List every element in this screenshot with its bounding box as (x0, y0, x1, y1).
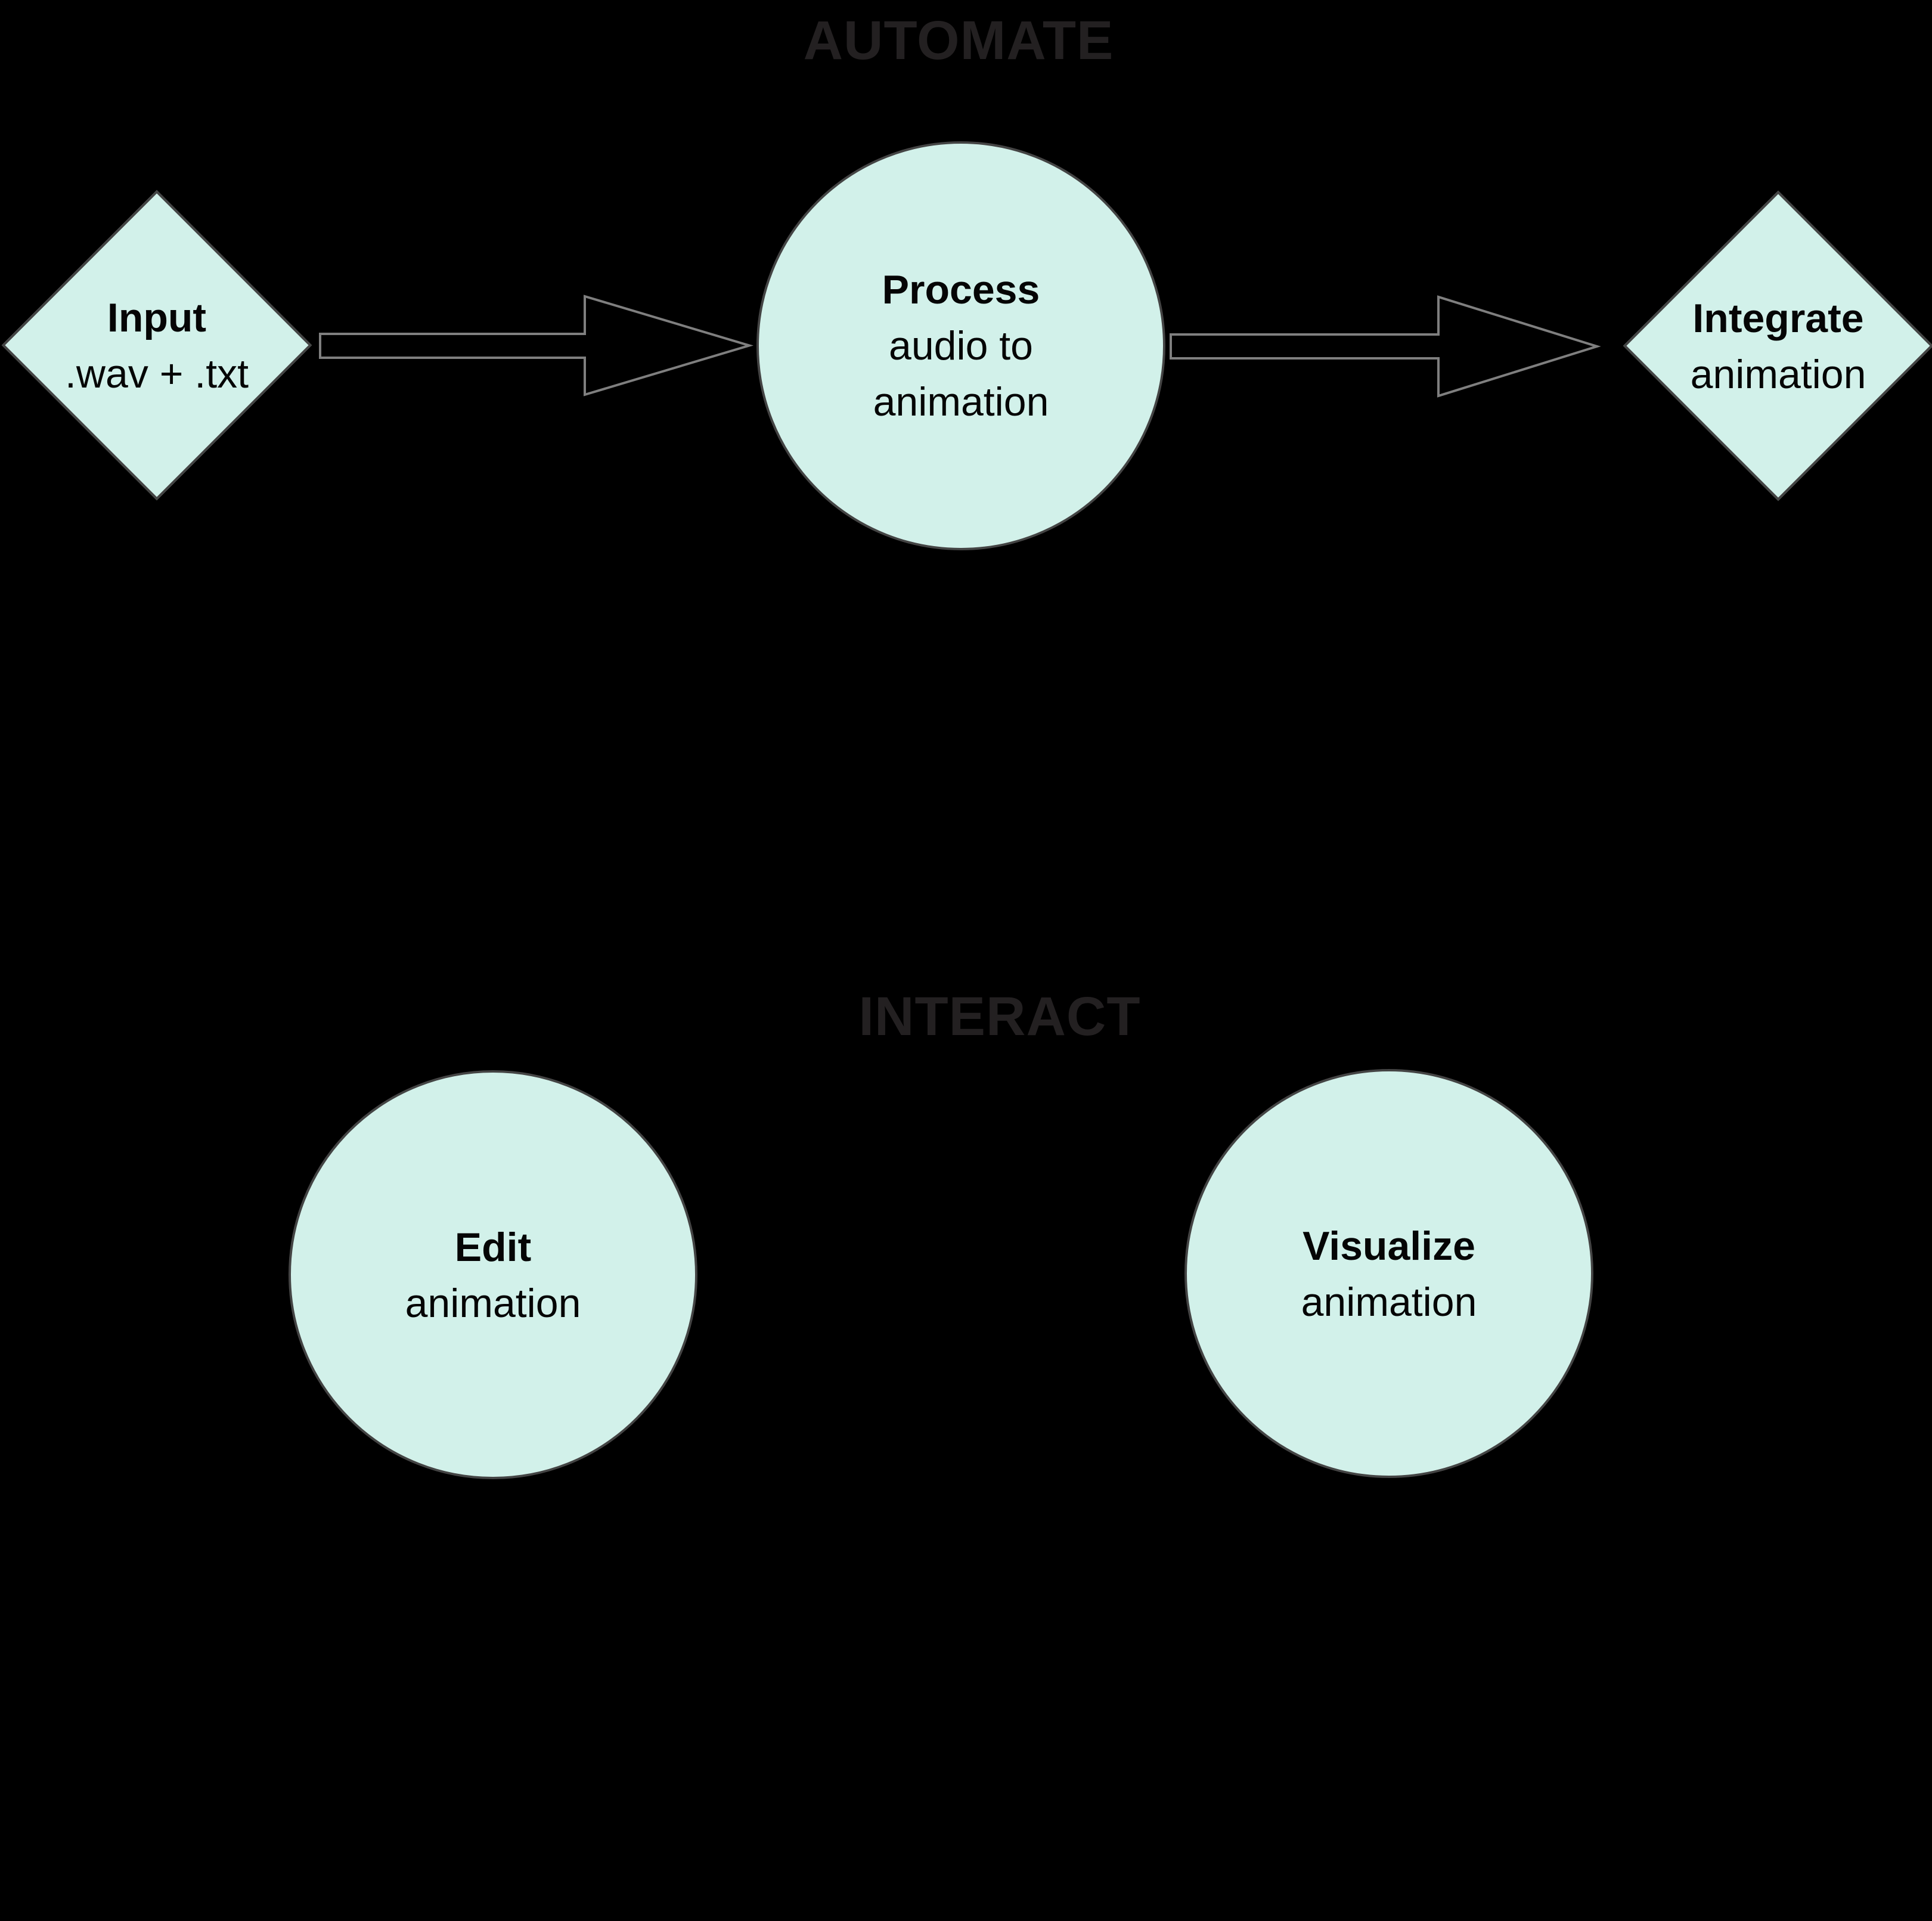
interact-section-title: INTERACT (858, 986, 1141, 1047)
integrate-node-title: Integrate (1692, 296, 1864, 341)
process-node-subtitle-line2: animation (873, 379, 1049, 425)
integrate-node-subtitle: animation (1690, 352, 1866, 397)
edit-node-title: Edit (454, 1225, 532, 1270)
input-node-subtitle: .wav + .txt (65, 351, 249, 396)
input-node-title: Input (107, 295, 207, 340)
edit-node-subtitle: animation (405, 1281, 581, 1326)
process-node-subtitle-line1: audio to (889, 323, 1033, 368)
input-node-label: Input .wav + .txt (65, 290, 249, 402)
process-node-circle (756, 141, 1165, 550)
visualize-node-circle (1184, 1069, 1593, 1478)
arrow-input-to-process-icon (319, 295, 753, 396)
edit-node-circle (289, 1070, 697, 1479)
visualize-node-subtitle: animation (1301, 1279, 1477, 1325)
automate-section-title: AUTOMATE (803, 10, 1114, 71)
arrow-process-to-integrate-icon (1170, 295, 1601, 398)
edit-node-label: Edit animation (405, 1219, 581, 1331)
visualize-node-title: Visualize (1303, 1223, 1475, 1269)
visualize-node-label: Visualize animation (1301, 1218, 1477, 1330)
process-node-label: Process audio to animation (873, 262, 1049, 430)
process-node-title: Process (882, 267, 1040, 312)
integrate-node-label: Integrate animation (1691, 290, 1866, 402)
